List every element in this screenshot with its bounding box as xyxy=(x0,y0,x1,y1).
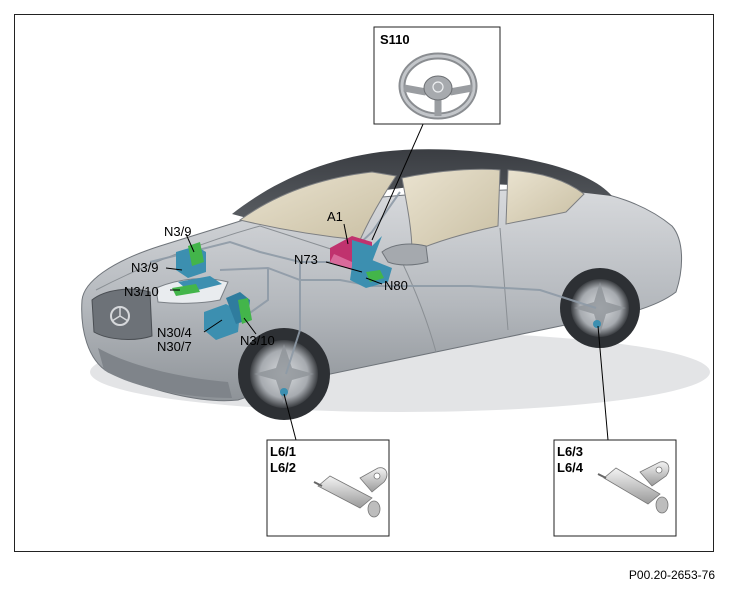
label-n3-10-right: N3/10 xyxy=(240,333,275,348)
inset-pin-right xyxy=(553,439,677,537)
component-n30 xyxy=(204,292,252,340)
label-s110: S110 xyxy=(380,32,410,47)
component-n3-10-left xyxy=(172,276,222,296)
wiring-harness xyxy=(149,191,597,375)
bolt-icon-right xyxy=(597,461,670,514)
car-windshield xyxy=(238,171,397,241)
sensor-front-wheel xyxy=(280,388,288,396)
label-n30-4: N30/4 xyxy=(157,325,192,340)
steering-wheel-icon xyxy=(398,52,478,120)
label-l6-1: L6/1 xyxy=(270,444,297,459)
car-grille xyxy=(91,288,153,340)
car-side-window-rear xyxy=(505,169,585,225)
car-door-line xyxy=(401,227,509,353)
component-n73-n80 xyxy=(350,260,392,288)
sensor-rear-wheel xyxy=(593,320,601,328)
label-n80: N80 xyxy=(384,278,408,293)
label-n3-9: N3/9 xyxy=(131,260,159,275)
label-n3-9-top: N3/9 xyxy=(164,224,192,239)
leader-lines xyxy=(165,121,609,441)
label-n3-10-left: N3/10 xyxy=(124,284,159,299)
label-l6-4: L6/4 xyxy=(557,460,584,475)
label-l6-2: L6/2 xyxy=(270,460,297,475)
bolt-icon-left xyxy=(313,467,388,518)
label-n30-7: N30/7 xyxy=(157,339,192,354)
label-n73: N73 xyxy=(294,252,318,267)
document-id: P00.20-2653-76 xyxy=(628,568,715,582)
label-l6-3: L6/3 xyxy=(557,444,584,459)
car-side-window-front xyxy=(401,168,501,253)
car-side-mirror xyxy=(381,243,429,266)
label-a1: A1 xyxy=(327,209,343,224)
car-bumper xyxy=(98,348,232,398)
component-a1 xyxy=(330,236,382,272)
